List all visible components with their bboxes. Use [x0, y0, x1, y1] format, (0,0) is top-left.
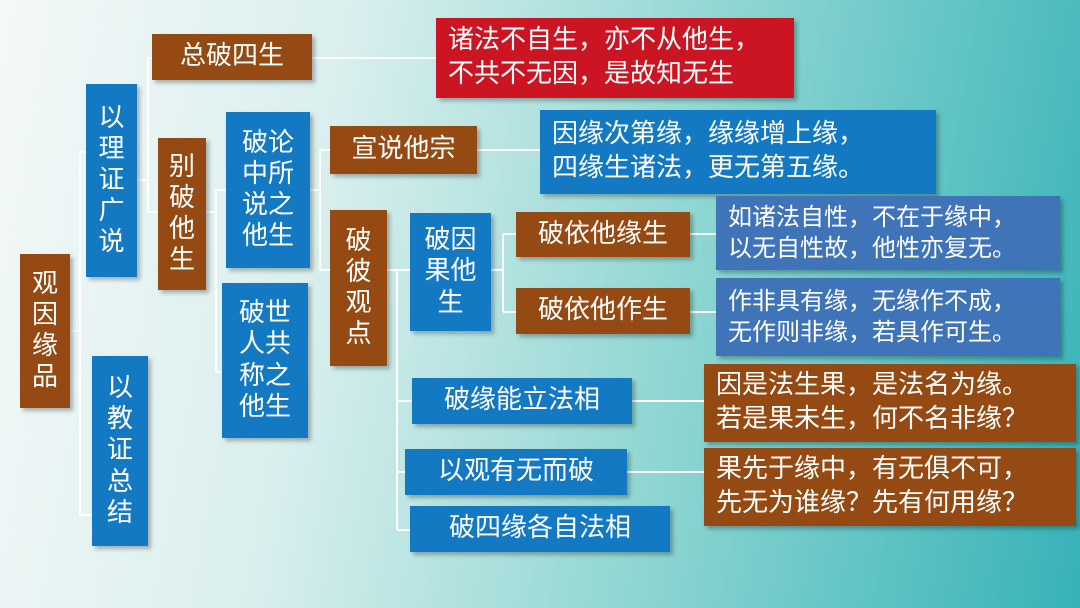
- refute-dep-condition-label: 破依他缘生: [537, 218, 668, 249]
- refute-dep-action: 破依他作生: [516, 288, 690, 334]
- root-label: 观因缘品: [31, 268, 58, 393]
- refute-worldly: 破世人共称之他生: [222, 283, 308, 438]
- refute-separately: 别破他生: [158, 138, 206, 290]
- branch-reasoning-label: 以理证广说: [98, 102, 125, 258]
- refute-worldly-label: 破世人共称之他生: [238, 298, 291, 422]
- quote-3-line-2: 以无自性故，他性亦复无。: [728, 234, 1016, 262]
- refute-four-each: 破四缘各自法相: [410, 506, 670, 552]
- root-node: 观因缘品: [20, 254, 70, 408]
- quote-1-line-1: 诸法不自生，亦不从他生，: [448, 25, 761, 56]
- refute-condition-marks: 破缘能立法相: [412, 378, 632, 424]
- refute-four-births-label: 总破四生: [179, 41, 284, 72]
- branch-scripture: 以教证总结: [92, 356, 148, 546]
- quote-2-line-2: 四缘生诸法，更无第五缘。: [552, 153, 865, 183]
- quote-box-4: 作非具有缘，无缘作不成， 无作则非缘，若具作可生。: [716, 278, 1060, 356]
- refute-four-births: 总破四生: [152, 34, 312, 80]
- quote-6-line-2: 先无为谁缘？先有何用缘？: [716, 488, 1029, 518]
- quote-4-line-1: 作非具有缘，无缘作不成，: [728, 286, 1016, 315]
- quote-2-line-1: 因缘次第缘，缘缘增上缘，: [552, 119, 865, 150]
- quote-5-line-2: 若是果未生，何不名非缘？: [716, 404, 1029, 434]
- refute-cause-fruit-label: 破因果他生: [424, 225, 477, 318]
- refute-in-treatise: 破论中所说之他生: [226, 112, 310, 268]
- refute-four-each-label: 破四缘各自法相: [448, 513, 631, 544]
- branch-reasoning: 以理证广说: [86, 84, 137, 277]
- refute-other-view-label: 破彼观点: [345, 225, 372, 350]
- quote-1-line-2: 不共不无因，是故知无生: [448, 59, 735, 89]
- refute-dep-action-label: 破依他作生: [537, 295, 668, 326]
- refute-separately-label: 别破他生: [168, 151, 195, 276]
- refute-other-view: 破彼观点: [330, 210, 387, 366]
- quote-box-2: 因缘次第缘，缘缘增上缘， 四缘生诸法，更无第五缘。: [540, 110, 936, 194]
- quote-4-line-2: 无作则非缘，若具作可生。: [728, 318, 1016, 346]
- quote-box-1: 诸法不自生，亦不从他生， 不共不无因，是故知无生: [436, 18, 794, 98]
- refute-dep-condition: 破依他缘生: [516, 212, 690, 257]
- refute-by-existence: 以观有无而破: [405, 449, 627, 495]
- refute-condition-marks-label: 破缘能立法相: [443, 385, 600, 416]
- quote-box-5: 因是法生果，是法名为缘。 若是果未生，何不名非缘？: [704, 364, 1076, 442]
- refute-in-treatise-label: 破论中所说之他生: [241, 127, 294, 252]
- refute-cause-fruit: 破因果他生: [410, 213, 491, 331]
- quote-6-line-1: 果先于缘中，有无俱不可，: [716, 454, 1029, 485]
- proclaim-other: 宣说他宗: [330, 126, 477, 174]
- quote-5-line-1: 因是法生果，是法名为缘。: [716, 370, 1029, 401]
- quote-box-3: 如诸法自性，不在于缘中， 以无自性故，他性亦复无。: [716, 196, 1060, 270]
- refute-by-existence-label: 以观有无而破: [437, 456, 594, 487]
- quote-3-line-1: 如诸法自性，不在于缘中，: [728, 202, 1016, 231]
- branch-scripture-label: 以教证总结: [106, 373, 133, 528]
- proclaim-other-label: 宣说他宗: [351, 134, 456, 165]
- quote-box-6: 果先于缘中，有无俱不可， 先无为谁缘？先有何用缘？: [704, 448, 1076, 526]
